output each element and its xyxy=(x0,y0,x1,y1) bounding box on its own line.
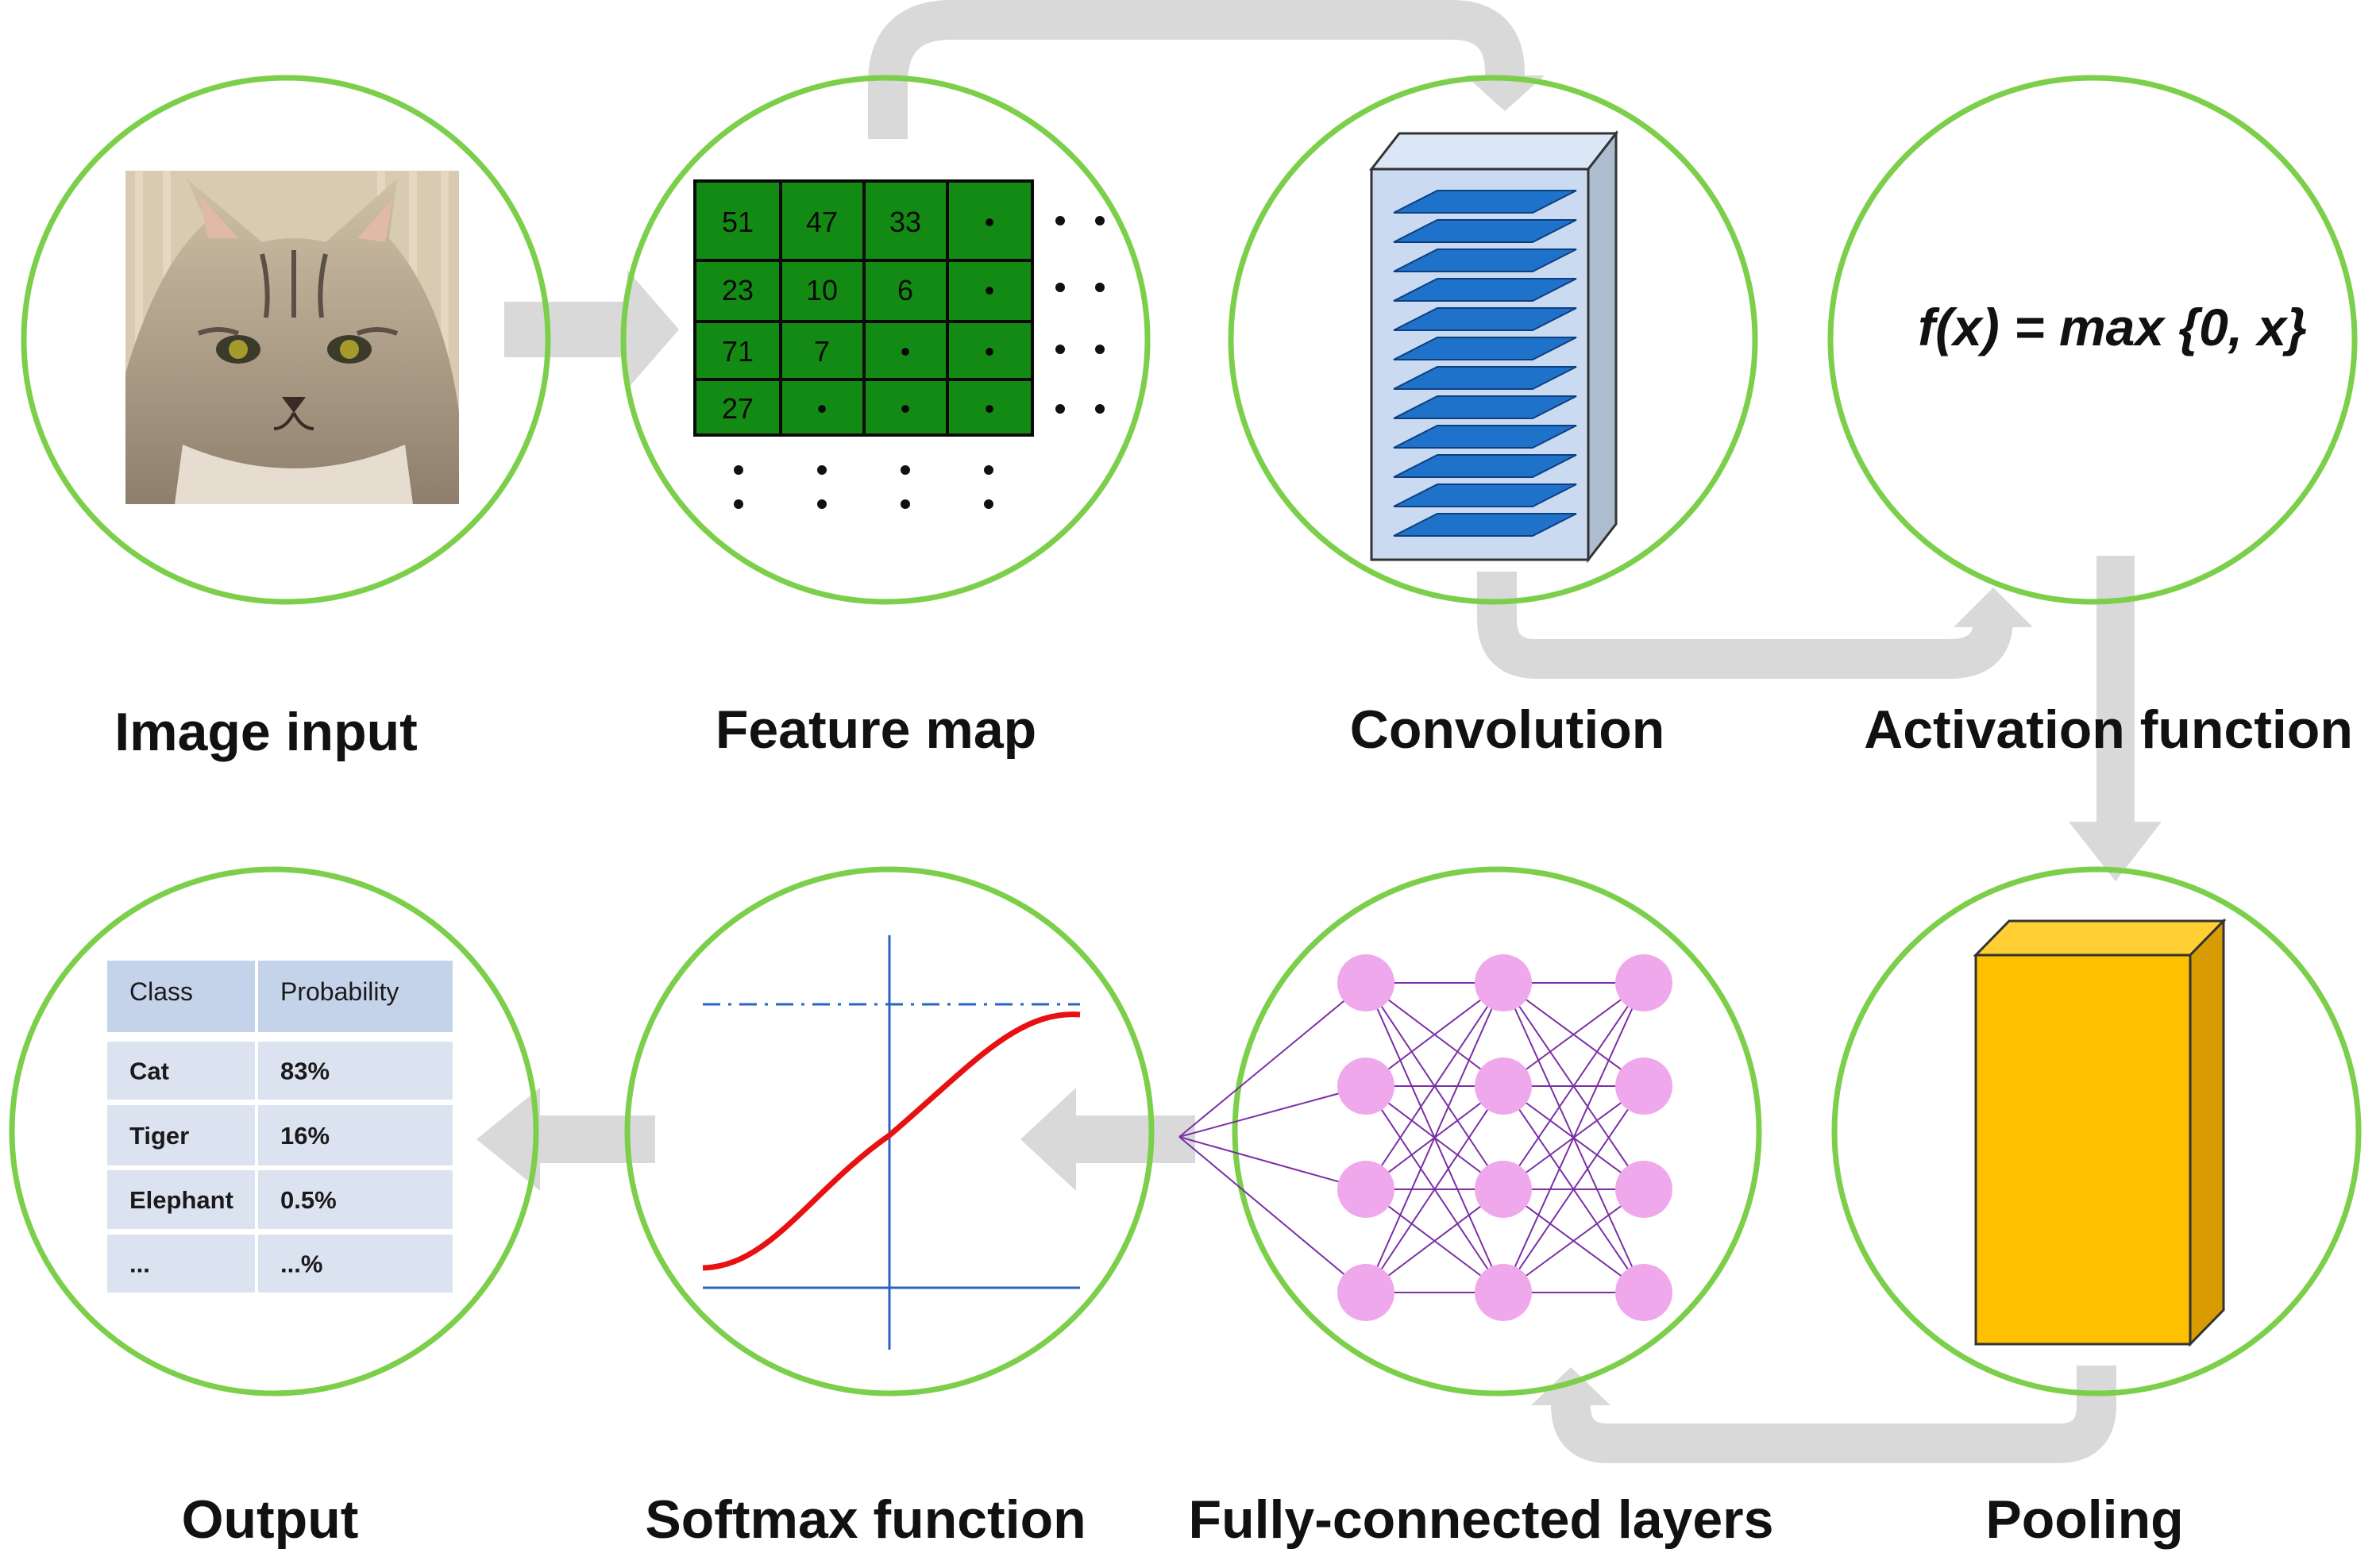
table-header-text: Probability xyxy=(280,977,399,1006)
fully-connected-network xyxy=(1178,954,1672,1321)
table-cell xyxy=(258,1105,453,1165)
fc-neuron xyxy=(1475,954,1532,1011)
arrow-softmax-to-output xyxy=(476,1088,655,1191)
convolution-layer xyxy=(1393,425,1577,449)
convolution-layer xyxy=(1393,307,1577,331)
table-cell xyxy=(107,1042,255,1100)
arrow-fc-to-softmax xyxy=(1020,1088,1195,1191)
label-feature-map: Feature map xyxy=(715,699,1037,760)
feature-map-cell: 6 xyxy=(897,274,913,306)
feature-map-cell: 47 xyxy=(806,206,838,238)
label-pooling: Pooling xyxy=(1985,1489,2184,1550)
arrow-activation-to-pooling xyxy=(2096,556,2135,822)
table-header-cell xyxy=(107,961,255,1032)
label-fully-connected-layers: Fully-connected layers xyxy=(1188,1489,1774,1550)
convolution-layer xyxy=(1393,278,1577,302)
label-softmax-function: Softmax function xyxy=(645,1489,1086,1550)
fc-neuron xyxy=(1475,1161,1532,1218)
fc-neuron xyxy=(1475,1264,1532,1321)
table-cell-text: Cat xyxy=(129,1058,169,1085)
arrow-input-to-feature-map xyxy=(504,270,679,389)
circle-pooling xyxy=(1831,866,2362,1397)
table-cell-text: 16% xyxy=(280,1122,330,1150)
feature-map-cell: 71 xyxy=(722,335,754,368)
circle-fully-connected xyxy=(1232,866,1762,1397)
feature-map-cell: 23 xyxy=(722,274,754,306)
convolution-layer xyxy=(1393,190,1577,214)
circle-softmax xyxy=(624,866,1155,1397)
fc-neuron xyxy=(1337,954,1394,1011)
convolution-block-icon xyxy=(1368,129,1619,564)
table-cell-text: ...% xyxy=(280,1250,322,1278)
feature-map-cell: • xyxy=(985,392,995,425)
feature-map-cell: 7 xyxy=(814,335,830,368)
softmax-sigmoid-curve xyxy=(702,1011,1081,1271)
convolution-layer xyxy=(1393,219,1577,243)
table-cell xyxy=(107,1235,255,1293)
circle-image-input xyxy=(21,75,551,605)
label-convolution: Convolution xyxy=(1349,699,1665,760)
convolution-layer xyxy=(1393,395,1577,419)
feature-map-cell: 51 xyxy=(722,206,754,238)
table-cell-text: Elephant xyxy=(129,1186,233,1214)
label-output: Output xyxy=(181,1489,359,1550)
label-image-input: Image input xyxy=(114,702,418,762)
fc-neuron xyxy=(1615,954,1672,1011)
feature-map-cell: • xyxy=(985,335,995,368)
fc-neuron xyxy=(1337,1058,1394,1115)
label-activation-function: Activation function xyxy=(1864,699,2353,760)
activation-formula: f(x) = max {0, x} xyxy=(1918,298,2307,356)
fc-neuron xyxy=(1615,1161,1672,1218)
feature-map-cell: • xyxy=(985,206,995,238)
feature-map-cell: • xyxy=(901,335,911,368)
table-cell xyxy=(107,1105,255,1165)
convolution-layer xyxy=(1393,513,1577,537)
table-cell-text: ... xyxy=(129,1250,150,1278)
convolution-layer xyxy=(1393,366,1577,390)
circle-convolution xyxy=(1228,75,1758,605)
feature-map-cell: 33 xyxy=(889,206,921,238)
arrow-feature-to-convolution xyxy=(868,0,1525,139)
softmax-plot xyxy=(702,935,1081,1350)
fc-neuron xyxy=(1337,1161,1394,1218)
circle-feature-map xyxy=(620,75,1151,605)
cat-photo-icon xyxy=(125,171,459,504)
fc-neuron xyxy=(1337,1264,1394,1321)
fc-neuron xyxy=(1615,1058,1672,1115)
convolution-layer xyxy=(1393,248,1577,272)
table-cell xyxy=(258,1235,453,1293)
table-cell xyxy=(107,1170,255,1229)
fc-neuron xyxy=(1615,1264,1672,1321)
arrow-convolution-to-activation xyxy=(1477,572,2013,679)
convolution-layer xyxy=(1393,337,1577,360)
convolution-layers xyxy=(1393,190,1577,537)
table-header-cell xyxy=(258,961,453,1032)
table-cell-text: 0.5% xyxy=(280,1186,337,1214)
stage-circles xyxy=(9,75,2362,1397)
table-cell-text: 83% xyxy=(280,1058,330,1085)
table-cell xyxy=(258,1170,453,1229)
feature-map-cell: • xyxy=(985,274,995,306)
feature-map-cell: • xyxy=(901,392,911,425)
convolution-layer xyxy=(1393,483,1577,507)
circle-output xyxy=(9,866,539,1397)
feature-map-cell: 27 xyxy=(722,392,754,425)
fc-connections xyxy=(1178,982,1645,1293)
feature-map-cell: 10 xyxy=(806,274,838,306)
feature-map-ellipsis-dots xyxy=(734,216,1105,509)
table-cell-text: Tiger xyxy=(129,1122,189,1150)
table-cell xyxy=(258,1042,453,1100)
feature-map-grid: 51 47 33 • 23 10 6 • 71 7 • • 27 • • • xyxy=(693,179,1105,509)
fc-neuron xyxy=(1475,1058,1532,1115)
pooling-block-icon xyxy=(1973,918,2227,1347)
convolution-layer xyxy=(1393,454,1577,478)
feature-map-cell: • xyxy=(817,392,827,425)
table-header-text: Class xyxy=(129,977,193,1006)
circle-activation xyxy=(1827,75,2358,605)
arrow-pooling-to-fc xyxy=(1551,1366,2116,1463)
